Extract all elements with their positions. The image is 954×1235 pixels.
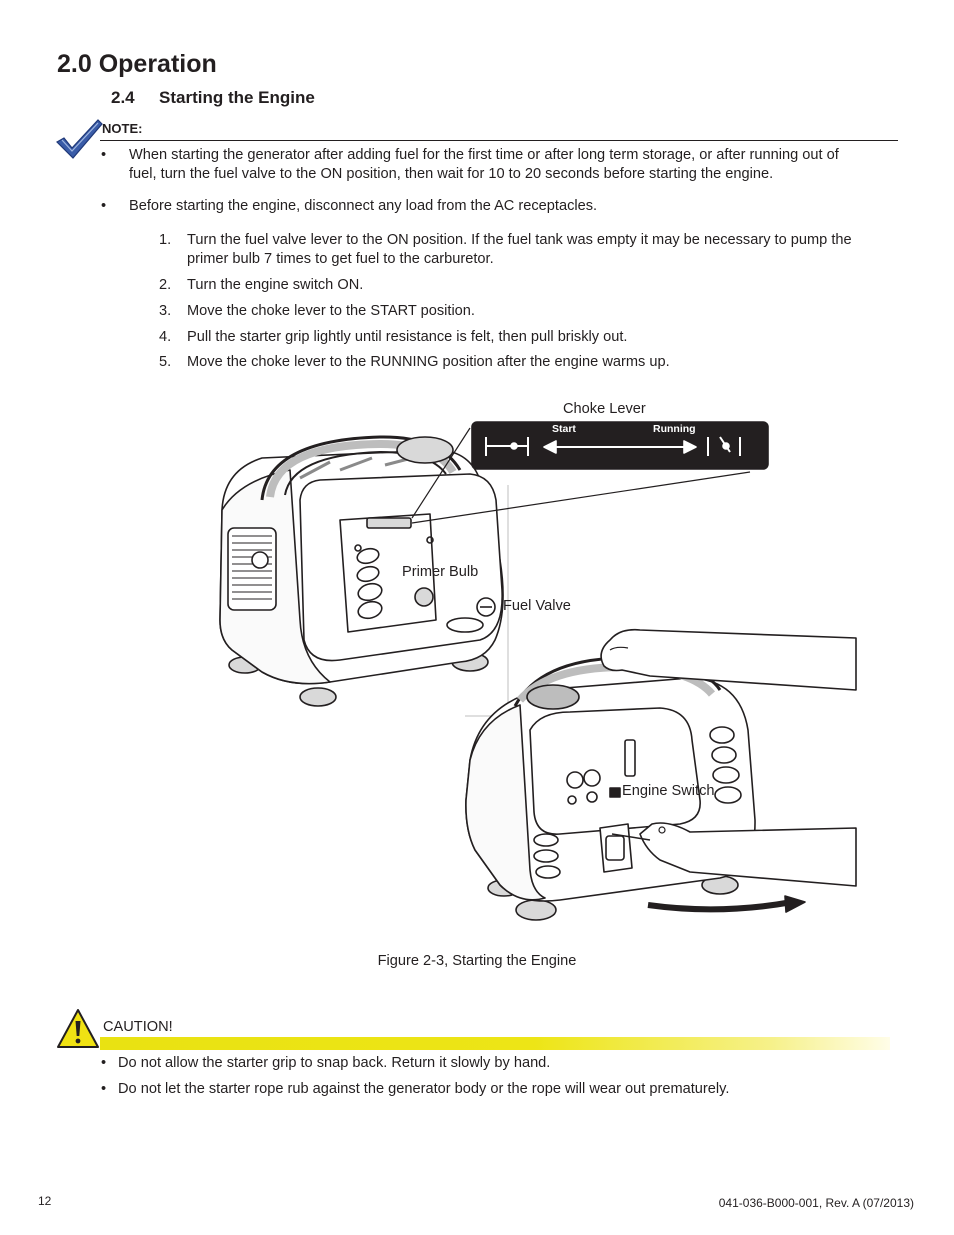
step-1-line-1: Turn the fuel valve lever to the ON posi… [187,232,852,248]
step-4: 4. Pull the starter grip lightly until r… [159,328,904,348]
step-number: 5. [159,354,172,370]
section-title: Starting the Engine [159,88,315,107]
step-1-line-2: primer bulb 7 times to get fuel to the c… [187,251,494,267]
section-heading: 2.4 Starting the Engine [111,88,315,108]
bullet-dot: • [101,198,107,214]
document-id: 041-036-B000-001, Rev. A (07/2013) [718,1196,914,1210]
bullet-dot: • [101,1055,107,1071]
primer-bulb-label: Primer Bulb [402,564,479,580]
step-number: 2. [159,277,172,293]
caution-bullet-1: • Do not allow the starter grip to snap … [101,1055,901,1075]
caution-bullet-2: • Do not let the starter rope rub agains… [101,1081,901,1101]
choke-lever-inset [411,421,769,524]
bullet-dot: • [101,147,107,163]
note-bullet-2: • Before starting the engine, disconnect… [101,197,901,217]
generator-rear-view [465,628,857,921]
choke-start-label: Start [552,423,576,435]
caution-bullet-2-text: Do not let the starter rope rub against … [118,1081,730,1097]
engine-switch-label: Engine Switch [622,783,715,799]
note-bullet-1-line-1: When starting the generator after adding… [129,147,839,163]
step-2: 2. Turn the engine switch ON. [159,276,904,296]
figure-caption: Figure 2-3, Starting the Engine [377,953,577,969]
note-bullet-1: • When starting the generator after addi… [101,146,901,186]
note-bullet-1-line-2: fuel, turn the fuel valve to the ON posi… [129,166,774,182]
caution-bar [100,1037,890,1050]
step-number: 3. [159,303,172,319]
choke-lever-label: Choke Lever [563,401,646,417]
warning-icon [57,1009,99,1048]
step-5: 5. Move the choke lever to the RUNNING p… [159,353,904,373]
caution-label: CAUTION! [103,1019,173,1035]
page-number: 12 [38,1194,52,1208]
section-number: 2.4 [111,88,135,107]
step-2-text: Turn the engine switch ON. [187,277,364,293]
caution-bullet-1-text: Do not allow the starter grip to snap ba… [118,1055,551,1071]
step-number: 1. [159,232,172,248]
fuel-valve-label: Fuel Valve [503,598,571,614]
note-divider [100,140,898,141]
note-label: NOTE: [102,121,143,136]
generator-illustration: Start Running [219,421,857,921]
step-1: 1. Turn the fuel valve lever to the ON p… [159,231,904,271]
checkmark-icon [56,119,103,159]
step-3: 3. Move the choke lever to the START pos… [159,302,904,322]
step-5-text: Move the choke lever to the RUNNING posi… [187,354,670,370]
step-4-text: Pull the starter grip lightly until resi… [187,329,628,345]
page-title: 2.0 Operation [57,50,217,78]
step-number: 4. [159,329,172,345]
generator-front-view [219,435,504,707]
step-3-text: Move the choke lever to the START positi… [187,303,475,319]
bullet-dot: • [101,1081,107,1097]
choke-running-label: Running [653,423,696,435]
note-bullet-2-text: Before starting the engine, disconnect a… [129,198,598,214]
